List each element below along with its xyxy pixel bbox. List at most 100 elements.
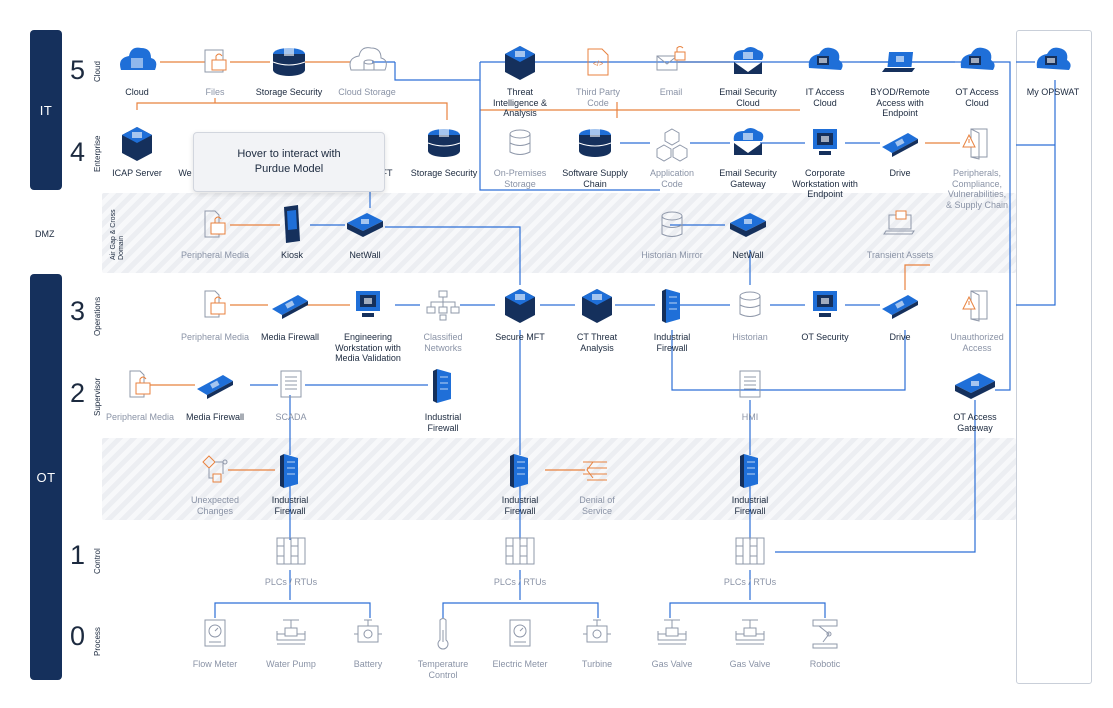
email-label[interactable]: Email [660, 87, 683, 98]
gas-valve-2-label-line: Gas Valve [729, 659, 771, 669]
level-4-number: 4 [70, 137, 86, 167]
water-pump-label[interactable]: Water Pump [266, 659, 316, 670]
electric-meter-icon [509, 619, 531, 647]
flow-meter-label[interactable]: Flow Meter [193, 659, 238, 670]
plc3-label-line: PLCs / RTUs [723, 577, 777, 587]
periph-2-label[interactable]: Peripheral Media [106, 412, 174, 423]
secure-mft-label[interactable]: Secure MFT [495, 332, 545, 343]
periph-dmz-icon [204, 210, 226, 238]
periph-3-label[interactable]: Peripheral Media [181, 332, 249, 343]
historian-label[interactable]: Historian [732, 332, 768, 343]
storage-security-4-label[interactable]: Storage Security [411, 168, 478, 179]
ot-security-label[interactable]: OT Security [801, 332, 848, 343]
ft-partial-label[interactable]: FT [382, 168, 393, 179]
peripherals-label-line: Vulnerabilities, [947, 189, 1007, 199]
sw-supply-label-line: Chain [583, 178, 607, 189]
robotic-label[interactable]: Robotic [810, 659, 841, 670]
periph-dmz-label[interactable]: Peripheral Media [181, 250, 249, 261]
media-fw-2-label-line: Media Firewall [185, 412, 245, 422]
air-gap-band [102, 193, 1016, 273]
cloud-storage-label[interactable]: Cloud Storage [338, 87, 396, 98]
transient-label[interactable]: Transient Assets [867, 250, 933, 261]
netwall-1-icon [347, 213, 383, 237]
periph-2-icon [129, 370, 151, 398]
gas-valve-1-label[interactable]: Gas Valve [652, 659, 693, 670]
tooltip-line-2: Purdue Model [254, 163, 324, 175]
ct-threat-label-line: Analysis [580, 342, 614, 353]
scada-label[interactable]: SCADA [275, 412, 306, 423]
cloud-storage-label-line: Cloud Storage [338, 87, 396, 97]
ft-partial-label-line: FT [381, 168, 393, 178]
cloud-label[interactable]: Cloud [125, 87, 149, 98]
hmi-label[interactable]: HMI [742, 412, 759, 423]
storage-security-5-icon [272, 48, 306, 76]
battery-label[interactable]: Battery [354, 659, 383, 670]
storage-security-4-label-line: Storage Security [410, 168, 478, 178]
my-opswat-label[interactable]: My OPSWAT [1027, 87, 1080, 98]
kiosk-label[interactable]: Kiosk [281, 250, 303, 261]
level-5-number: 5 [70, 55, 86, 85]
plc1-label[interactable]: PLCs / RTUs [265, 577, 317, 588]
ct-threat-label-line: CT Threat [576, 332, 618, 342]
peripherals-label[interactable]: Peripherals,Compliance,Vulnerabilities,&… [946, 168, 1008, 210]
ind-fw-b1-label-line: Firewall [274, 505, 306, 516]
ot-security-label-line: OT Security [801, 332, 849, 342]
kiosk-icon [284, 205, 300, 243]
svg-text:</>: </> [593, 61, 603, 68]
ot-access-gw-label-line: Gateway [957, 422, 993, 433]
storage-security-5-label[interactable]: Storage Security [256, 87, 323, 98]
netwall-2-label[interactable]: NetWall [732, 250, 763, 261]
scada-icon [280, 370, 302, 398]
turbine-label[interactable]: Turbine [582, 659, 612, 670]
icap-label[interactable]: ICAP Server [112, 168, 162, 179]
electric-meter-label-line: Electric Meter [492, 659, 548, 669]
we-partial-label[interactable]: We [178, 168, 191, 179]
it-label: IT [39, 102, 53, 118]
ind-fw-3-icon [662, 289, 680, 323]
netwall-1-label[interactable]: NetWall [349, 250, 380, 261]
drive-3-label[interactable]: Drive [889, 332, 910, 343]
gas-valve-1-label-line: Gas Valve [651, 659, 693, 669]
gas-valve-2-label[interactable]: Gas Valve [730, 659, 771, 670]
temp-control-label-line: Temperature [417, 659, 469, 669]
ind-fw-3-label-line: Firewall [656, 342, 688, 353]
media-fw-3-label-line: Media Firewall [260, 332, 320, 342]
media-fw-3-label[interactable]: Media Firewall [261, 332, 319, 343]
unauth-label-line: Unauthorized [950, 332, 1004, 342]
drive-4-label[interactable]: Drive [889, 168, 910, 179]
cloud-label-line: Cloud [125, 87, 149, 97]
dos-icon [583, 461, 607, 481]
plc2-label[interactable]: PLCs / RTUs [494, 577, 546, 588]
media-fw-2-label[interactable]: Media Firewall [186, 412, 244, 423]
files-label[interactable]: Files [205, 87, 224, 98]
historian-mirror-label[interactable]: Historian Mirror [641, 250, 703, 261]
electric-meter-label[interactable]: Electric Meter [492, 659, 547, 670]
plc3-label[interactable]: PLCs / RTUs [724, 577, 776, 588]
